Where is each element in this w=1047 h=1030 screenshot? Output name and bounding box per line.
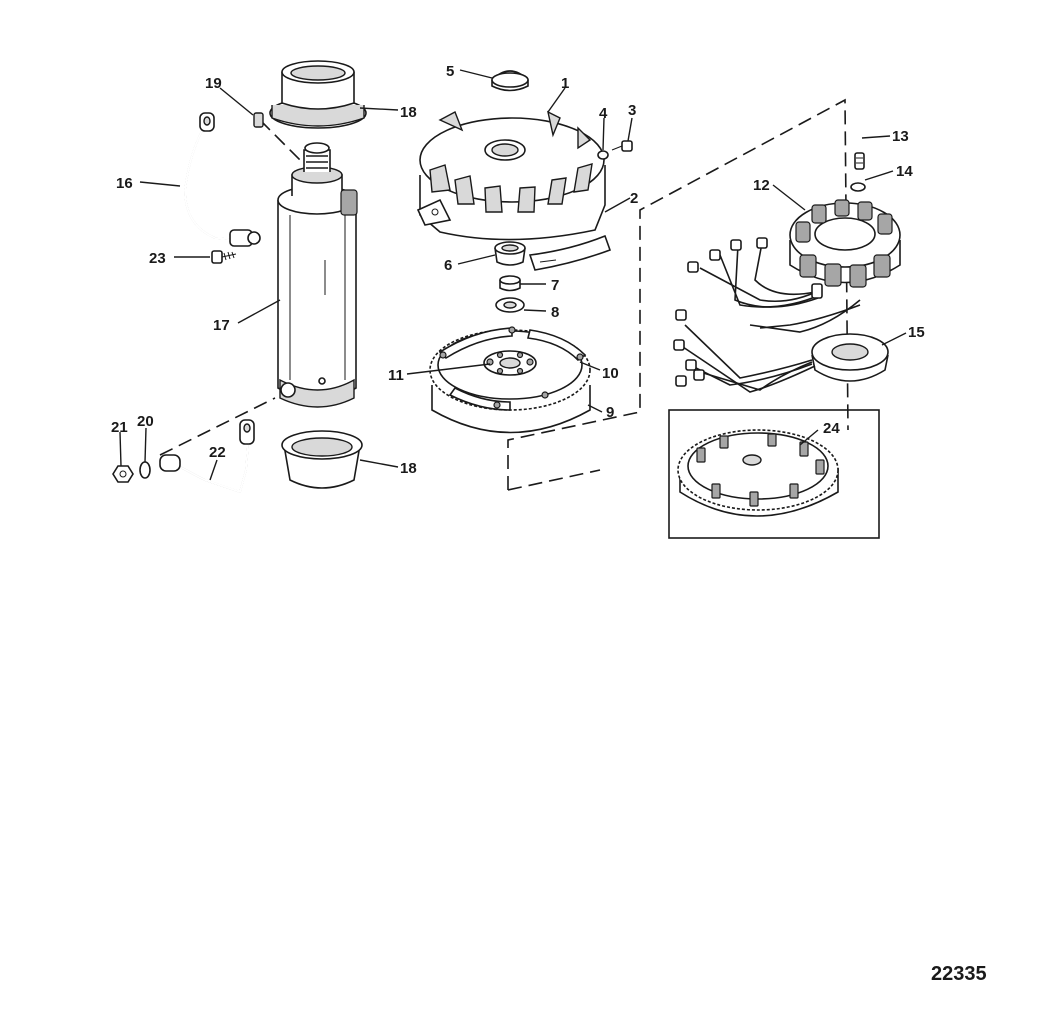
- label-part-14: 14: [896, 163, 913, 180]
- part-15-trigger: [673, 309, 889, 393]
- figure-number: 22335: [931, 963, 987, 985]
- part-2-decal: [528, 234, 612, 271]
- part-10-magnet-plates: [438, 326, 587, 411]
- label-part-12: 12: [753, 177, 770, 194]
- part-7-nut: [499, 275, 521, 292]
- label-part-5: 5: [446, 63, 454, 80]
- label-part-24: 24: [823, 420, 840, 437]
- label-part-16: 16: [116, 175, 133, 192]
- part-24-inset-box: [668, 409, 880, 539]
- label-part-22: 22: [209, 444, 226, 461]
- part-3-screw: [611, 140, 633, 152]
- part-6-bushing: [494, 241, 526, 266]
- label-part-20: 20: [137, 413, 154, 430]
- stator-wire-harness: [687, 237, 861, 333]
- label-part-11: 11: [388, 367, 404, 384]
- part-17-starter-motor: [277, 142, 358, 408]
- label-part-10: 10: [602, 365, 619, 382]
- label-part-13: 13: [892, 128, 909, 145]
- assembly-dashed-lines: [159, 98, 849, 491]
- part-11-hub: [483, 350, 537, 376]
- part-23-screw: [211, 250, 237, 264]
- label-part-21: 21: [111, 419, 128, 436]
- part-5-cap: [491, 70, 529, 92]
- part-16-cable: [183, 112, 261, 247]
- label-part-3: 3: [628, 102, 636, 119]
- label-part-8: 8: [551, 304, 559, 321]
- label-part-9: 9: [606, 404, 614, 421]
- label-part-15: 15: [908, 324, 925, 341]
- leader-lines: [119, 69, 907, 481]
- part-18-lower-bushing: [281, 430, 363, 489]
- part-labels: 1 2 3 4 5 6 7 8 9 10 11 12 13 14 15 16 1…: [111, 63, 925, 477]
- label-part-23: 23: [149, 250, 166, 267]
- label-part-18-lower: 18: [400, 460, 417, 477]
- part-13-screw: [854, 152, 865, 170]
- label-part-6: 6: [444, 257, 452, 274]
- part-22-cable: [159, 419, 255, 494]
- part-24-flywheel: [677, 429, 839, 517]
- label-part-19: 19: [205, 75, 222, 92]
- part-14-washer: [850, 182, 866, 192]
- part-20-washer: [139, 461, 151, 479]
- part-1-flywheel-cover: [416, 110, 606, 241]
- label-part-2: 2: [630, 190, 638, 207]
- part-12-stator: [789, 199, 901, 288]
- label-part-17: 17: [213, 317, 230, 334]
- part-19-pin: [253, 112, 264, 128]
- part-21-nut: [112, 465, 134, 483]
- label-part-4: 4: [599, 105, 608, 122]
- part-18-upper-bushing: [269, 60, 367, 129]
- label-part-7: 7: [551, 277, 559, 294]
- part-8-washer: [495, 297, 525, 313]
- label-part-1: 1: [561, 75, 569, 92]
- label-part-18-upper: 18: [400, 104, 417, 121]
- part-4-washer: [597, 150, 609, 160]
